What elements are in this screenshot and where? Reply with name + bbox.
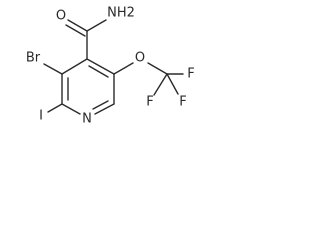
bond-c6-n1-inner — [92, 100, 109, 110]
bond-c-f-bottom — [166, 73, 179, 95]
bond-c-f-left — [153, 73, 168, 96]
bond-c3-br — [43, 63, 63, 75]
atom-label-amide-o: O — [56, 9, 66, 24]
bond-o-cf3 — [147, 62, 168, 75]
bond-carbonyl-o-a — [67, 19, 88, 32]
bond-c5-o — [113, 62, 134, 75]
atom-labels: O NH2 Br I N O F F F — [26, 6, 195, 127]
bond-carbonyl-n — [86, 19, 107, 32]
bond-c6-n1 — [94, 103, 115, 115]
bond-c2-i — [47, 103, 63, 113]
atom-label-amide-nh2: NH2 — [107, 6, 135, 21]
atom-label-f-right: F — [187, 67, 194, 82]
bond-carbonyl-o-b — [65, 24, 86, 37]
bond-c4-c3 — [61, 58, 88, 75]
bond-c2-n1 — [61, 103, 81, 115]
atom-label-f-left: F — [146, 95, 153, 110]
bond-c4-c5 — [86, 58, 115, 75]
atom-label-ether-o: O — [135, 51, 145, 66]
atom-label-f-bottom: F — [179, 95, 186, 110]
atom-label-br: Br — [26, 51, 41, 66]
chemical-structure: O NH2 Br I N O F F F — [26, 6, 195, 127]
atom-label-i: I — [39, 109, 43, 124]
bond-c4-c5-inner — [88, 65, 109, 78]
atom-label-ring-n: N — [82, 112, 92, 127]
bonds — [43, 19, 184, 115]
